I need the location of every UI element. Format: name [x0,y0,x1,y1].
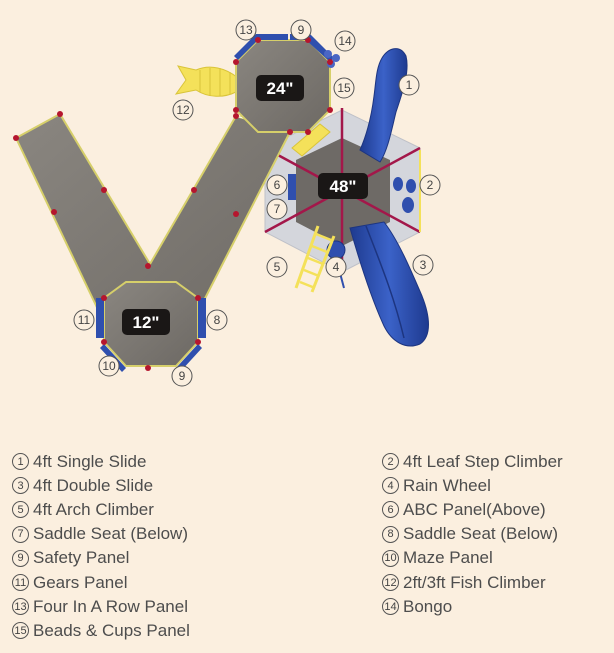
legend-number: 5 [12,501,29,519]
callout-label: 2 [427,178,434,192]
legend-number: 1 [12,453,29,471]
callout-label: 6 [274,178,281,192]
legend-number: 12 [382,574,399,592]
callouts: 13 9 14 1 15 12 6 2 7 5 4 3 11 8 10 9 [73,19,441,387]
callout-label: 4 [333,260,340,274]
legend-number: 4 [382,477,399,495]
legend-label: Four In A Row Panel [33,596,188,616]
legend-label: Gears Panel [33,572,128,592]
callout: 4 [325,256,347,278]
callout-label: 9 [298,23,305,37]
legend-number: 2 [382,453,399,471]
callout: 11 [73,309,95,331]
callout: 6 [266,174,288,196]
legend-label: Bongo [403,596,453,616]
callout: 3 [412,254,434,276]
legend-label: Maze Panel [403,548,493,568]
callout: 14 [334,30,356,52]
deck-24-label-box [256,75,304,101]
legend-number: 9 [12,549,29,567]
legend-label: 4ft Arch Climber [33,499,154,519]
leaf-step-climber [393,150,421,232]
legend-number: 7 [12,525,29,543]
gears-panel [96,298,104,338]
legend-label: 2ft/3ft Fish Climber [403,572,546,592]
callout: 5 [266,256,288,278]
callout-label: 15 [337,81,351,95]
callout-label: 5 [274,260,281,274]
callout-label: 9 [179,369,186,383]
callout: 1 [398,74,420,96]
deck-12-label-box [122,309,170,335]
callout-label: 14 [338,34,352,48]
playground-diagram: 12" 24" 48" 13 9 14 1 15 12 6 2 7 5 4 3 … [13,19,441,387]
legend-number: 10 [382,549,399,567]
callout: 7 [266,198,288,220]
callout: 10 [98,355,120,377]
deck-48-label: 48" [330,177,357,196]
callout: 12 [172,99,194,121]
legend-label: Saddle Seat (Below) [403,524,558,544]
safety-panel-lower [176,344,202,372]
callout-label: 10 [102,359,116,373]
legend-number: 15 [12,622,29,640]
abc-panel [288,174,296,200]
callout: 9 [171,365,193,387]
legend-number: 14 [382,598,399,616]
callout-label: 12 [176,103,190,117]
four-in-a-row-panel [234,34,288,60]
legend-number: 3 [12,477,29,495]
callout-label: 13 [239,23,253,37]
legend-label: 4ft Leaf Step Climber [403,451,563,471]
arch-climber [294,225,336,293]
legend-label: Rain Wheel [403,475,491,495]
callout: 2 [419,174,441,196]
deck-12-label: 12" [133,313,160,332]
deck-24-label: 24" [267,79,294,98]
legend-number: 13 [12,598,29,616]
legend-number: 8 [382,525,399,543]
callout-label: 11 [78,313,91,327]
legend-label: Beads & Cups Panel [33,620,190,640]
callout-label: 1 [406,78,413,92]
callout: 15 [333,77,355,99]
legend-label: 4ft Single Slide [33,451,147,471]
callout-label: 7 [274,202,281,216]
deck-48-label-box [318,173,368,199]
legend-label: Safety Panel [33,548,130,568]
legend-label: Saddle Seat (Below) [33,524,188,544]
callout-label: 3 [420,258,427,272]
saddle-seat-right [198,298,206,338]
single-slide [359,48,408,163]
double-slide [349,221,429,347]
callout-label: 8 [214,313,221,327]
callout: 8 [206,309,228,331]
legend-label: 4ft Double Slide [33,475,154,495]
callout: 13 [235,19,257,41]
legend-number: 6 [382,501,399,519]
callout: 9 [290,19,312,41]
legend-label: ABC Panel(Above) [403,499,546,519]
legend-number: 11 [12,574,29,592]
safety-panel-upper [290,34,334,62]
fish-climber [174,65,239,97]
